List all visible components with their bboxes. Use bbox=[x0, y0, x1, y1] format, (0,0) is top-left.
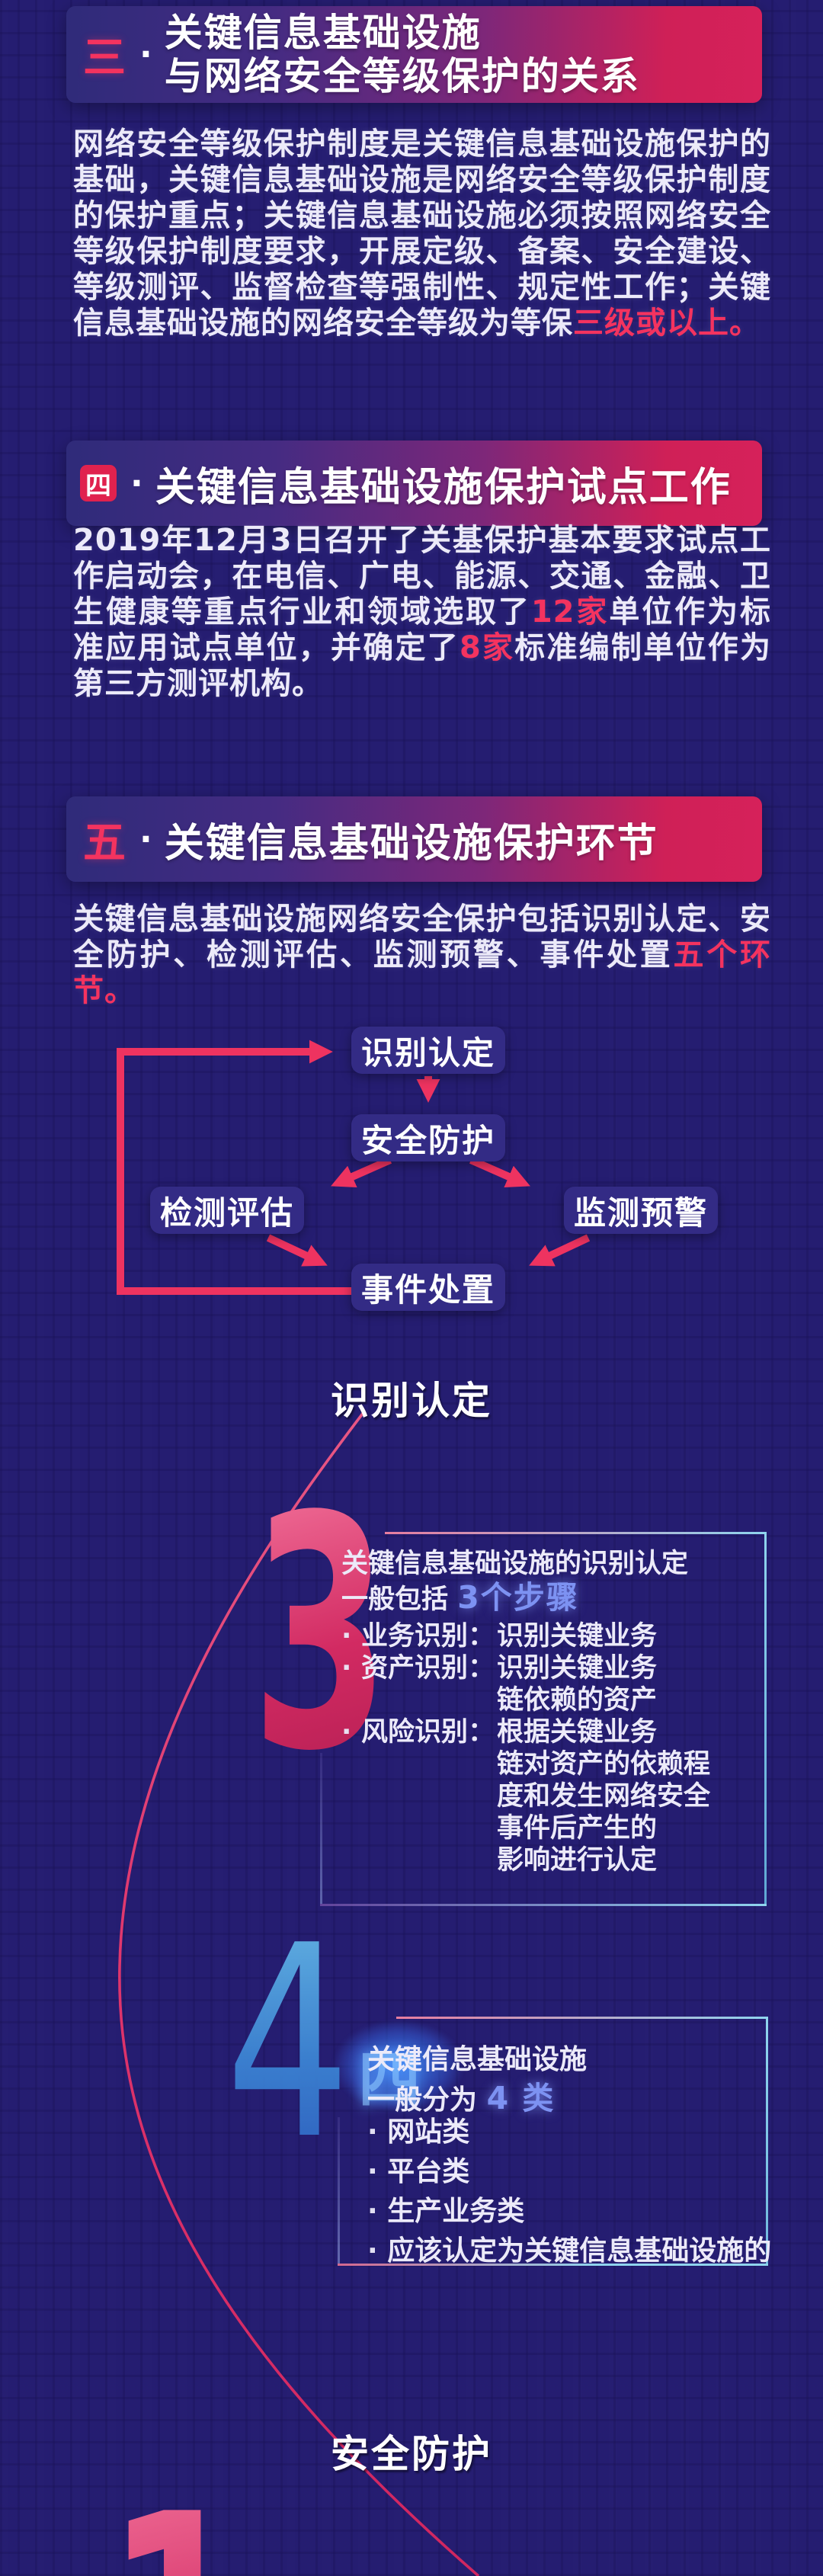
frame4-left-line bbox=[338, 2117, 340, 2264]
types-count-highlight: 4 类 bbox=[486, 2080, 556, 2116]
types-item-production: · 生产业务类 bbox=[367, 2192, 771, 2232]
steps-intro-line1: 关键信息基础设施的识别认定 bbox=[341, 1549, 689, 1579]
numeral-4-glow bbox=[311, 2004, 486, 2126]
bullet: · bbox=[367, 2116, 378, 2148]
big-numeral-3: 3 bbox=[251, 1449, 390, 1821]
paragraph-section-5: 关键信息基础设施网络安全保护包括识别认定、安全防护、检测评估、监测预警、事件处置… bbox=[73, 902, 771, 1008]
frame3-top-line bbox=[385, 1532, 766, 1534]
section-title-4: 关键信息基础设施保护试点工作 bbox=[155, 464, 732, 511]
steps-row-value: 识别关键业务 链依赖的资产 bbox=[497, 1653, 658, 1716]
paragraph-section-3: 网络安全等级保护制度是关键信息基础设施保护的基础，关键信息基础设施是网络安全等级… bbox=[73, 127, 771, 341]
steps-row-risk: · 风险识别： 根据关键业务 链对资产的依赖程 度和发生网络安全 事件后产生的 … bbox=[341, 1716, 776, 1876]
frame4-bottom-line bbox=[338, 2264, 768, 2266]
steps-row-asset: · 资产识别： 识别关键业务 链依赖的资产 bbox=[341, 1652, 776, 1716]
section-dot: · bbox=[130, 463, 143, 503]
section-bar-3: 三 · 关键信息基础设施 与网络安全等级保护的关系 bbox=[66, 6, 762, 103]
subsection-heading-protect: 安全防护 bbox=[331, 2432, 492, 2476]
steps-row-label: 资产识别： bbox=[361, 1653, 495, 1684]
flow-node-identify: 识别认定 bbox=[351, 1027, 505, 1074]
steps-row-label: 业务识别： bbox=[361, 1621, 495, 1652]
section-title-3-line1: 关键信息基础设施 bbox=[164, 10, 482, 55]
steps-row-business: · 业务识别： 识别关键业务 bbox=[341, 1620, 776, 1652]
section-title-3: 关键信息基础设施 与网络安全等级保护的关系 bbox=[165, 11, 640, 98]
flow-node-protect: 安全防护 bbox=[351, 1114, 505, 1161]
bullet: · bbox=[367, 2156, 378, 2187]
steps-count-highlight: 3个步骤 bbox=[457, 1579, 579, 1616]
flow-node-incident: 事件处置 bbox=[351, 1264, 505, 1311]
frame3-right-line bbox=[764, 1532, 767, 1906]
flow-node-assess: 检测评估 bbox=[150, 1187, 304, 1234]
steps-row-value: 识别关键业务 bbox=[497, 1621, 658, 1652]
big-numeral-1: 1 bbox=[105, 2475, 249, 2576]
types-intro-prefix: 一般分为 bbox=[367, 2084, 478, 2116]
types-list: · 网站类 · 平台类 · 生产业务类 · 应该认定为关键信息基础设施的 bbox=[367, 2113, 771, 2271]
types-intro: 关键信息基础设施 一般分为 4 类 bbox=[367, 2041, 587, 2119]
types-item-label: 应该认定为关键信息基础设施的 bbox=[387, 2235, 772, 2267]
types-item-should-identify: · 应该认定为关键信息基础设施的 bbox=[367, 2232, 771, 2271]
section-number-3: 三 bbox=[83, 34, 126, 83]
types-item-label: 网站类 bbox=[387, 2116, 470, 2148]
frame4-top-line bbox=[396, 2017, 768, 2019]
paragraph-section-4: 2019年12月3日召开了关基保护基本要求试点工作启动会，在电信、广电、能源、交… bbox=[73, 523, 772, 701]
section-bar-4: 四 · 关键信息基础设施保护试点工作 bbox=[66, 441, 762, 526]
steps-intro: 关键信息基础设施的识别认定 一般包括 3个步骤 bbox=[341, 1547, 688, 1616]
bullet: · bbox=[367, 2196, 378, 2227]
frame4-right-line bbox=[766, 2017, 768, 2266]
types-intro-line2: 一般分为 4 类 bbox=[367, 2079, 587, 2119]
types-item-label: 生产业务类 bbox=[387, 2196, 525, 2227]
steps-list: · 业务识别： 识别关键业务 · 资产识别： 识别关键业务 链依赖的资产 · 风… bbox=[341, 1620, 776, 1876]
types-item-platform: · 平台类 bbox=[367, 2152, 771, 2192]
flow-node-monitor: 监测预警 bbox=[564, 1187, 718, 1234]
bullet: · bbox=[341, 1621, 352, 1652]
bullet: · bbox=[367, 2235, 378, 2267]
section-dot: · bbox=[139, 819, 152, 859]
frame3-left-line bbox=[320, 1753, 322, 1904]
steps-row-label: 风险识别： bbox=[361, 1717, 495, 1748]
numeral-4-glow-char: 四 bbox=[358, 2044, 421, 2116]
section-title-5: 关键信息基础设施保护环节 bbox=[164, 820, 658, 867]
steps-row-value: 根据关键业务 链对资产的依赖程 度和发生网络安全 事件后产生的 影响进行认定 bbox=[497, 1717, 711, 1876]
subsection-heading-identify: 识别认定 bbox=[331, 1379, 492, 1423]
bullet: · bbox=[341, 1717, 352, 1748]
types-item-label: 平台类 bbox=[387, 2156, 470, 2187]
big-numeral-4: 4 bbox=[226, 1889, 351, 2198]
steps-intro-prefix: 一般包括 bbox=[341, 1584, 449, 1615]
section-title-3-line2: 与网络安全等级保护的关系 bbox=[164, 53, 640, 98]
types-intro-line1: 关键信息基础设施 bbox=[367, 2044, 588, 2075]
section-bar-5: 五 · 关键信息基础设施保护环节 bbox=[66, 796, 762, 882]
section-number-5: 五 bbox=[83, 818, 126, 868]
types-item-website: · 网站类 bbox=[367, 2113, 771, 2152]
section-dot: · bbox=[139, 35, 152, 74]
frame3-bottom-line bbox=[320, 1904, 767, 1906]
bullet: · bbox=[341, 1653, 352, 1684]
section-number-4-badge: 四 bbox=[80, 465, 117, 501]
steps-intro-line2: 一般包括 3个步骤 bbox=[341, 1581, 688, 1616]
